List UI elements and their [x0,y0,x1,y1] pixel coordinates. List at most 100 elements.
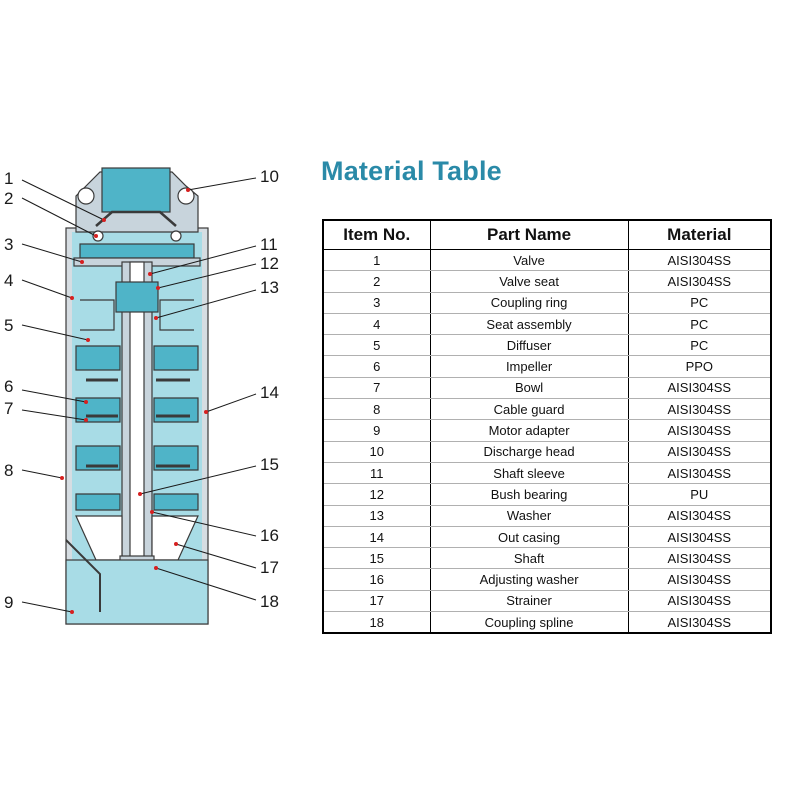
material-cell: AISI304SS [627,547,772,570]
material-cell: AISI304SS [627,526,772,549]
callout-18: 18 [260,592,279,611]
material-cell: AISI304SS [627,590,772,613]
diffuser [80,299,115,331]
material-cell: PC [627,292,772,314]
callout-2: 2 [4,189,13,208]
material-cell: AISI304SS [627,505,772,527]
item-no-cell: 14 [322,526,431,549]
material-cell: PPO [627,355,772,378]
callout-3: 3 [4,235,13,254]
part-name-cell: Bowl [429,377,629,400]
material-cell: AISI304SS [627,377,772,400]
item-no-cell: 12 [322,483,431,506]
item-no-cell: 2 [322,270,431,293]
part-name-cell: Cable guard [429,398,629,421]
material-cell: AISI304SS [627,249,772,272]
material-cell: AISI304SS [627,462,772,485]
material-cell: AISI304SS [627,398,772,421]
part-name-cell: Bush bearing [429,483,629,506]
item-no-cell: 11 [322,462,431,485]
part-name-cell: Strainer [429,590,629,613]
stage-3 [75,445,199,471]
material-cell: AISI304SS [627,270,772,293]
material-cell: AISI304SS [627,419,772,442]
callout-1: 1 [4,169,13,188]
part-name-cell: Seat assembly [429,313,629,336]
part-name-cell: Valve seat [429,270,629,293]
material-cell: AISI304SS [627,441,772,463]
item-no-cell: 18 [322,611,431,634]
discharge-outlet [101,167,171,213]
material-cell: PU [627,483,772,506]
material-cell: PC [627,313,772,336]
part-name-cell: Valve [429,249,629,272]
part-name-cell: Diffuser [429,334,629,357]
part-name-cell: Shaft sleeve [429,462,629,485]
head-bolt-right [177,187,195,205]
stage-4 [75,493,199,511]
callout-9: 9 [4,593,13,612]
item-no-cell: 3 [322,292,431,314]
item-no-cell: 13 [322,505,431,527]
part-name-cell: Washer [429,505,629,527]
callout-14: 14 [260,383,279,402]
part-name-cell: Out casing [429,526,629,549]
part-name-cell: Coupling spline [429,611,629,634]
callout-10: 10 [260,167,279,186]
callout-8: 8 [4,461,13,480]
part-name-cell: Coupling ring [429,292,629,314]
callout-7: 7 [4,399,13,418]
callout-12: 12 [260,254,279,273]
material-cell: AISI304SS [627,568,772,591]
callout-6: 6 [4,377,13,396]
callout-5: 5 [4,316,13,335]
item-no-cell: 16 [322,568,431,591]
item-no-cell: 9 [322,419,431,442]
item-no-cell: 5 [322,334,431,357]
callout-markers [60,188,208,614]
seat-assembly [79,243,195,259]
material-cell: PC [627,334,772,357]
material-table-title: Material Table [321,156,502,186]
head-bolt-left [77,187,95,205]
callout-11: 11 [260,235,278,254]
callout-leaders [21,177,257,613]
item-no-cell: 7 [322,377,431,400]
header-part-name: Part Name [429,219,629,250]
item-no-cell: 6 [322,355,431,378]
motor-adapter [65,559,209,625]
impeller-stages [75,345,199,511]
part-name-cell: Motor adapter [429,419,629,442]
valve-seat-right [170,230,182,242]
header-item-no: Item No. [322,219,431,250]
part-name-cell: Impeller [429,355,629,378]
callout-17: 17 [260,558,279,577]
part-name-cell: Discharge head [429,441,629,463]
header-material: Material [627,219,772,250]
stage-1 [75,345,199,382]
material-cell: AISI304SS [627,611,772,634]
item-no-cell: 8 [322,398,431,421]
callout-4: 4 [4,271,13,290]
pump-cross-section-diagram: 1 2 3 4 5 6 7 8 9 10 11 12 13 14 15 16 1… [4,167,279,625]
item-no-cell: 15 [322,547,431,570]
item-no-cell: 17 [322,590,431,613]
item-no-cell: 10 [322,441,431,463]
